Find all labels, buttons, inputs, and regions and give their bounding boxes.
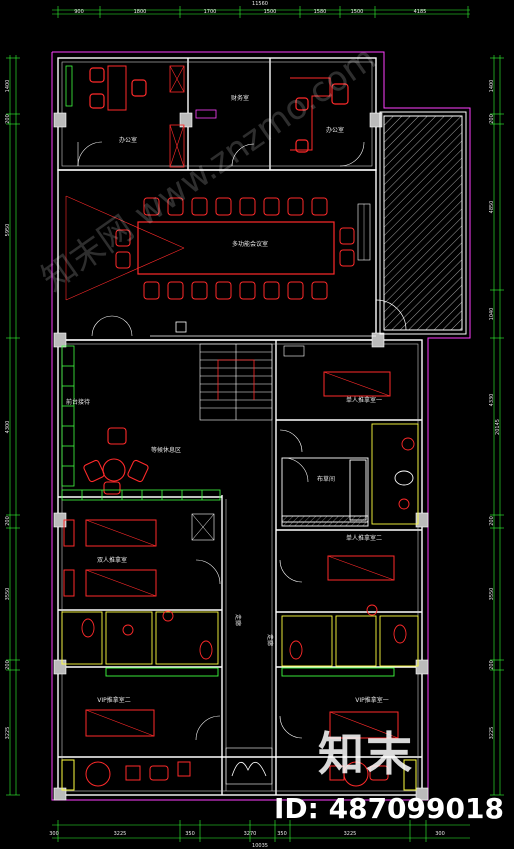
left-service-strip <box>61 345 75 487</box>
dim-right-7: 200 <box>489 516 495 526</box>
label-single-bed-room-2: 单人推拿室二 <box>346 534 382 542</box>
label-vip-room-1: VIP推拿室一 <box>355 696 389 704</box>
dim-bottom-5: 350 <box>277 831 287 837</box>
bottom-fixtures <box>61 747 417 791</box>
dim-top-4: 1500 <box>264 9 277 15</box>
meeting-room-furniture <box>65 195 376 337</box>
dim-top-2: 1800 <box>134 9 147 15</box>
label-single-bed-room-1: 单人推拿室一 <box>346 396 382 404</box>
property-boundary <box>51 51 471 801</box>
label-corridor-right: 走廊 <box>266 634 274 646</box>
dimension-texts: 11560 900 1800 1700 1500 1580 1500 4185 … <box>5 1 501 849</box>
vip-room-2-furniture <box>85 709 221 741</box>
vip-room-1-furniture <box>279 711 399 739</box>
label-office-1: 办公室 <box>119 136 137 144</box>
dim-top-6: 1500 <box>351 9 364 15</box>
dim-bottom-2: 3225 <box>114 831 127 837</box>
balcony <box>375 111 467 335</box>
room-labels: 办公室 财务室 办公室 多功能会议室 等候休息区 双人推拿室 单人推拿室一 布草… <box>66 94 389 704</box>
dim-left-8: 3225 <box>5 727 11 740</box>
label-reception: 前台接待 <box>66 398 90 406</box>
dim-top-5: 1580 <box>314 9 327 15</box>
dimension-lines <box>6 6 504 842</box>
label-finance: 财务室 <box>231 94 249 102</box>
label-office-2: 办公室 <box>326 126 344 134</box>
dim-right-1: 1400 <box>489 80 495 93</box>
single-bed-room-1-furniture <box>279 345 391 453</box>
dim-bottom-6: 3225 <box>344 831 357 837</box>
dim-bottom-7: 300 <box>435 831 445 837</box>
label-double-bed-room: 双人推拿室 <box>97 556 127 564</box>
dim-bottom-1: 300 <box>49 831 59 837</box>
dim-top-1: 900 <box>74 9 84 15</box>
dim-right-9: 200 <box>489 660 495 670</box>
dim-left-3: 5950 <box>5 224 11 237</box>
stairs <box>199 343 273 421</box>
storage-cabinets <box>61 489 221 501</box>
dim-bottom-3: 350 <box>185 831 195 837</box>
label-meeting-room: 多功能会议室 <box>232 240 268 248</box>
linen-room <box>281 457 369 527</box>
dim-left-6: 3550 <box>5 588 11 601</box>
dim-right-8: 3550 <box>489 588 495 601</box>
dim-right-6: 20145 <box>495 419 501 435</box>
label-vip-room-2: VIP推拿室二 <box>97 696 131 704</box>
dim-right-2: 200 <box>489 114 495 124</box>
dim-left-7: 200 <box>5 660 11 670</box>
dim-right-5: 4330 <box>489 394 495 407</box>
right-bathrooms <box>281 604 419 677</box>
dim-right-4: 1040 <box>489 308 495 321</box>
dim-top-3: 1700 <box>204 9 217 15</box>
dim-left-4: 4300 <box>5 421 11 434</box>
label-waiting-area: 等候休息区 <box>151 446 181 454</box>
label-corridor-left: 走廊 <box>234 614 242 626</box>
dim-left-5: 200 <box>5 516 11 526</box>
watermark-id: ID: 487099018 <box>274 792 504 825</box>
dim-left-2: 200 <box>5 114 11 124</box>
dim-top-overall: 11560 <box>252 1 268 7</box>
walls <box>57 57 423 796</box>
structural-columns <box>53 112 429 801</box>
dim-bottom-4: 3270 <box>244 831 257 837</box>
dim-right-10: 3225 <box>489 727 495 740</box>
label-linen-room: 布草间 <box>317 475 335 483</box>
right-bathroom-upper <box>371 423 419 525</box>
watermark-logo: 知末 <box>318 727 414 781</box>
dim-top-7: 4185 <box>414 9 427 15</box>
single-bed-room-2-furniture <box>279 555 395 583</box>
dim-right-3: 4850 <box>489 201 495 214</box>
waiting-area-furniture <box>83 427 149 495</box>
dim-left-1: 1400 <box>5 80 11 93</box>
dim-bottom-overall: 10035 <box>252 843 268 849</box>
left-bathrooms <box>61 610 219 677</box>
top-rooms-furniture <box>65 65 365 168</box>
double-bed-room-furniture <box>63 513 221 597</box>
